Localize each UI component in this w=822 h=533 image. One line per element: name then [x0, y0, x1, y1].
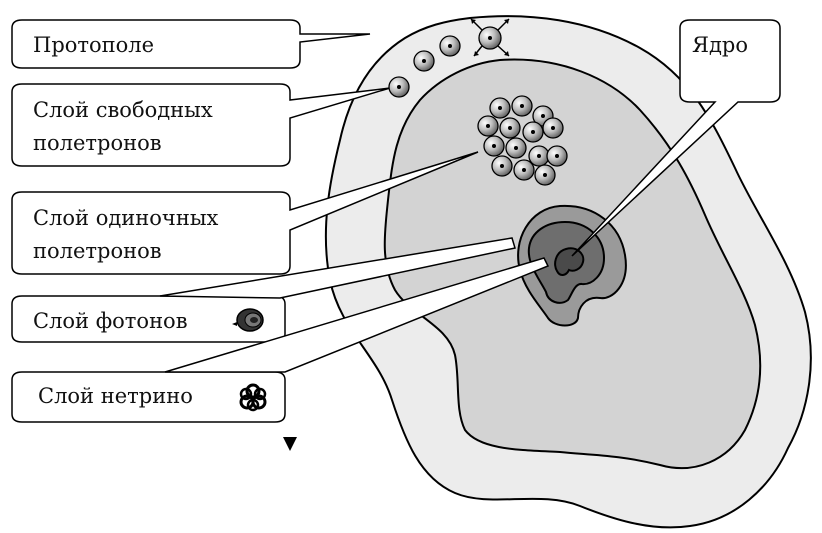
triangle-down-icon: [283, 437, 297, 451]
poletron-particle-icon: [514, 160, 534, 180]
poletron-particle-icon: [500, 118, 520, 138]
label-single-poletrons-1: Слой одиночных: [33, 206, 219, 230]
label-free-poletrons-1: Слой свободных: [33, 98, 213, 122]
poletron-particle-icon: [543, 118, 563, 138]
label-neutrino: Слой нетрино: [38, 384, 193, 408]
poletron-particle-icon: [523, 122, 543, 142]
poletron-particle-icon: [506, 138, 526, 158]
label-single-poletrons-2: полетронов: [33, 239, 162, 263]
poletron-particle-icon: [490, 98, 510, 118]
poletron-particle-icon: [547, 146, 567, 166]
poletron-particle-icon: [478, 116, 498, 136]
poletron-particle-icon: [484, 136, 504, 156]
label-protofield: Протополе: [33, 33, 154, 57]
label-core: Ядро: [692, 33, 748, 57]
poletron-particle-icon: [389, 77, 409, 97]
poletron-particle-icon: [440, 36, 460, 56]
poletron-particle-icon: [512, 96, 532, 116]
label-photons: Слой фотонов: [33, 309, 188, 333]
poletron-particle-icon: [535, 165, 555, 185]
poletron-particle-icon: [492, 156, 512, 176]
label-free-poletrons-2: полетронов: [33, 131, 162, 155]
poletron-particle-icon: [414, 51, 434, 71]
